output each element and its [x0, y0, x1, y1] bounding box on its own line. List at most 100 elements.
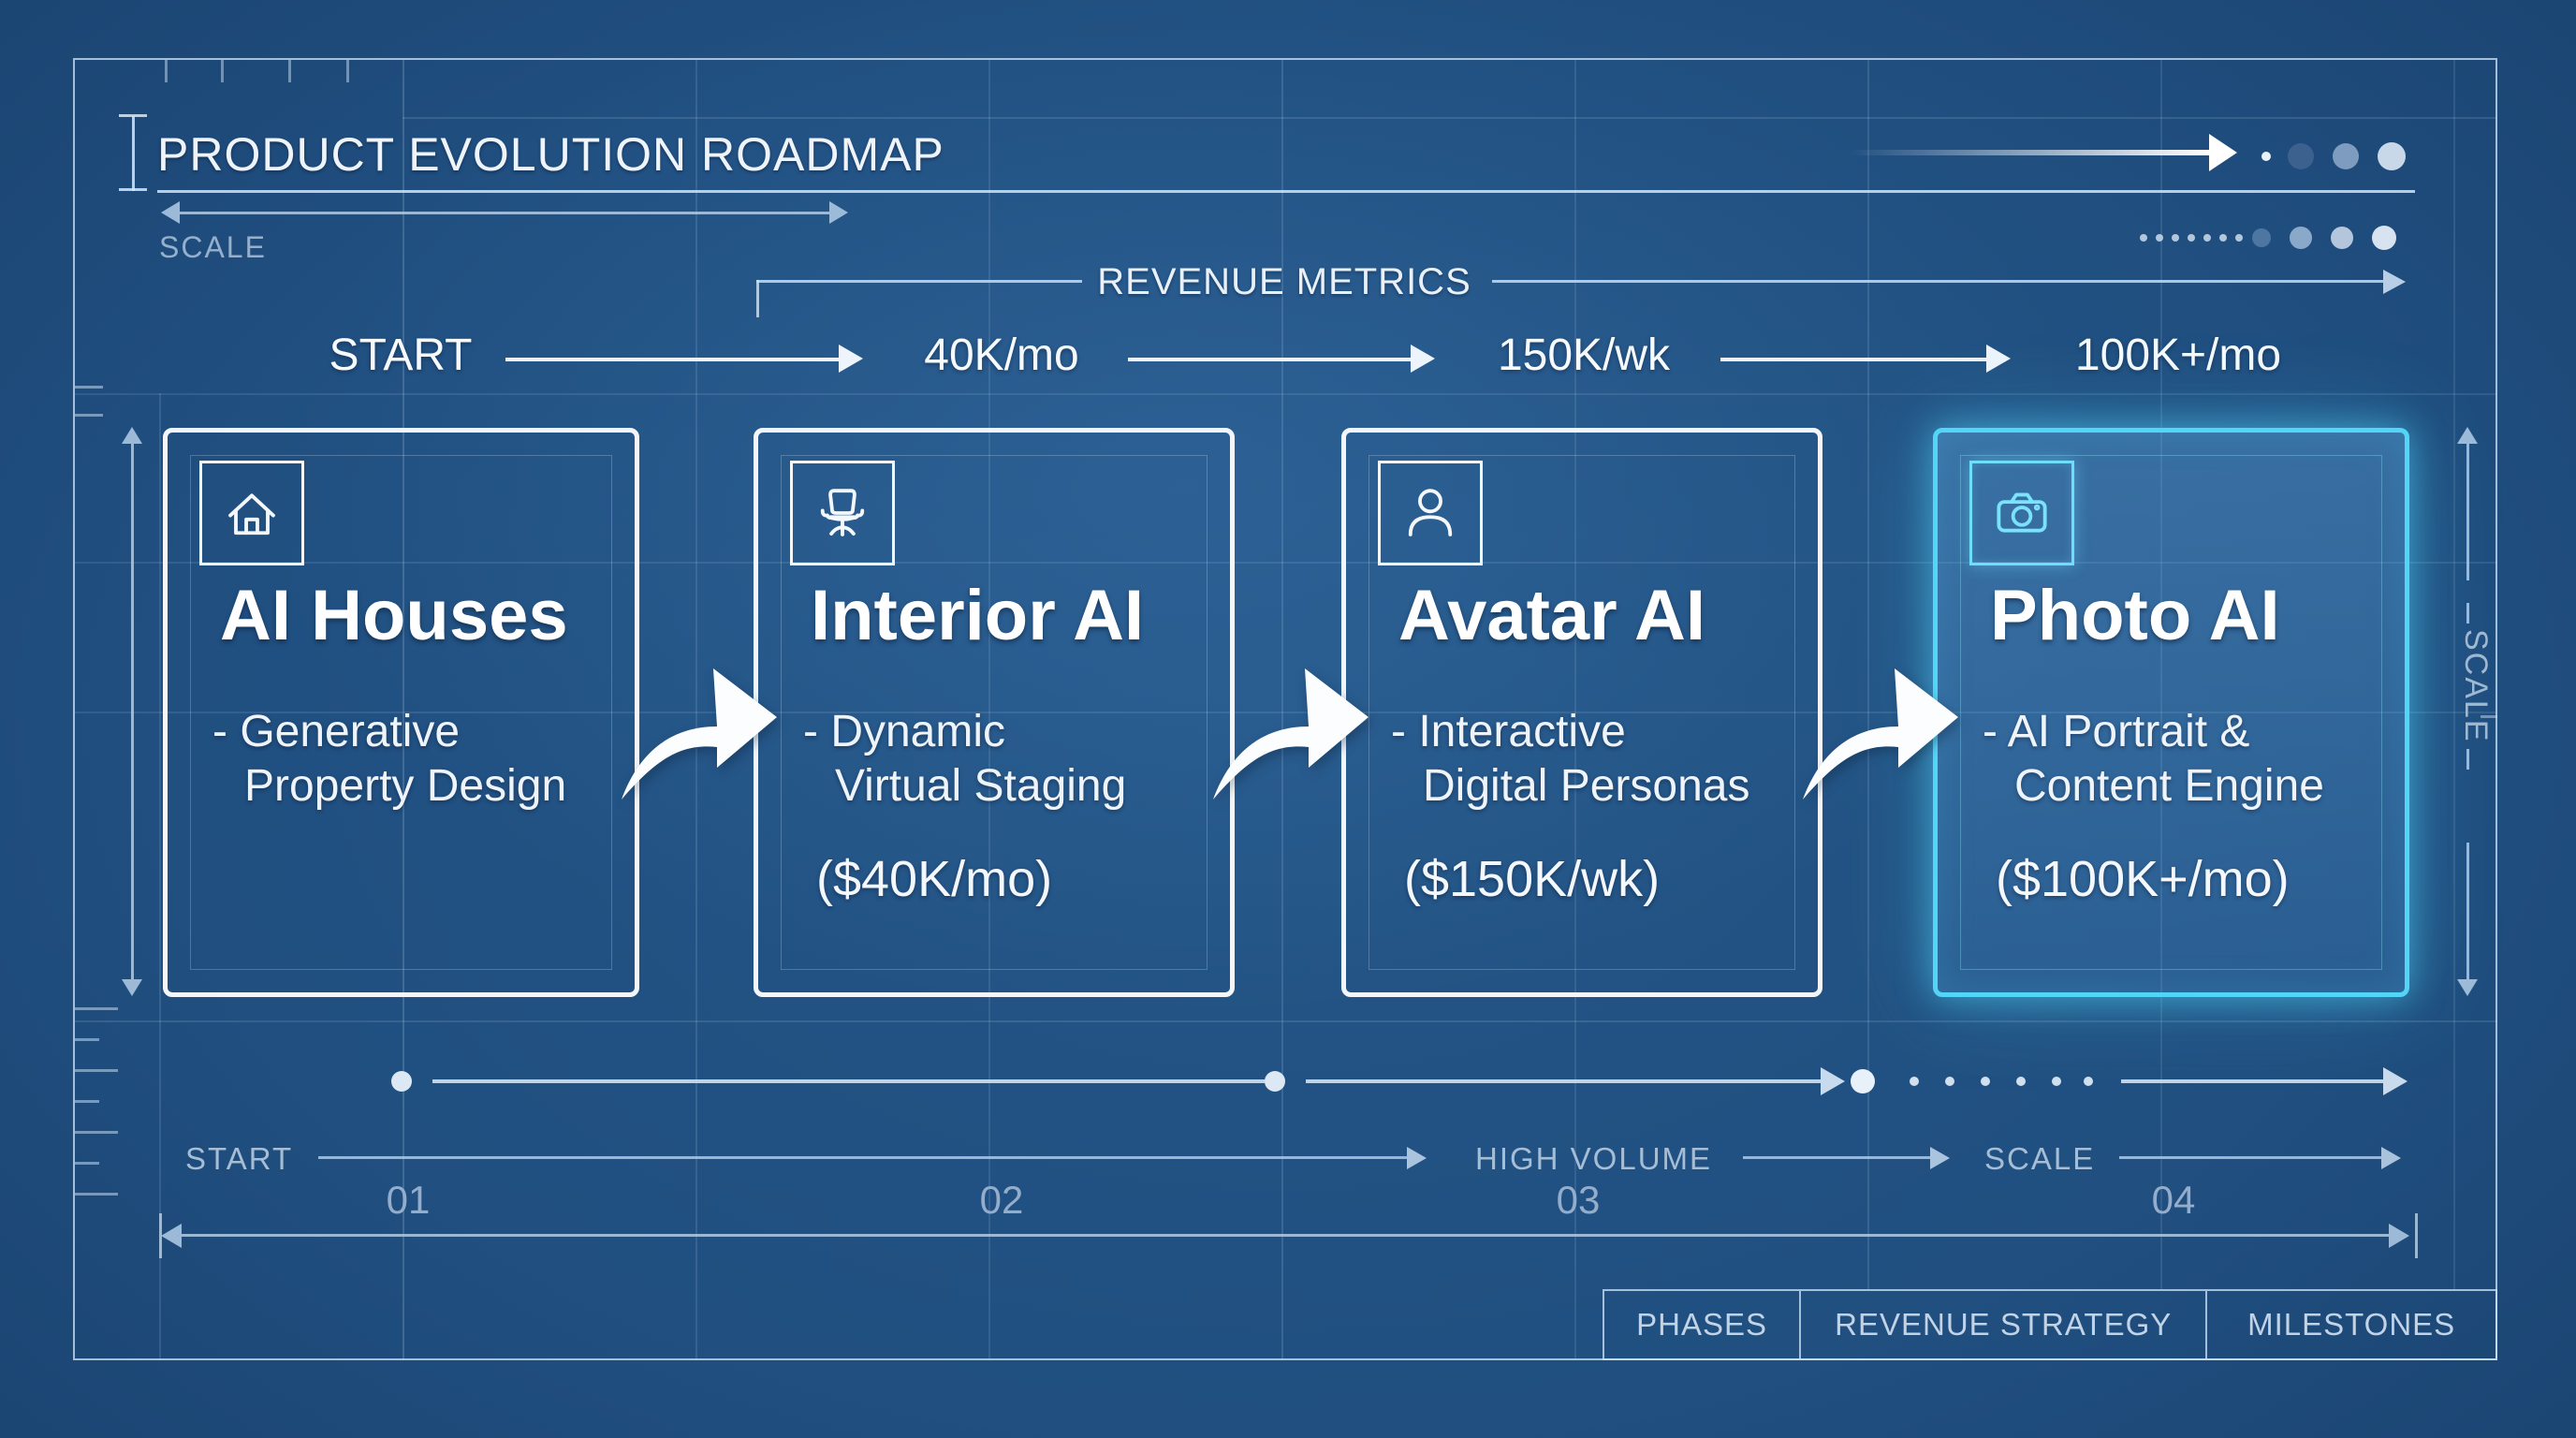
- timeline-label-arrow-2: [1930, 1147, 1950, 1169]
- scale-dim-arrowhead-left: [161, 201, 180, 224]
- scale-dim-line: [180, 212, 829, 214]
- frame-tick: [346, 60, 349, 82]
- frame-tick: [288, 60, 291, 82]
- right-dim-line-bottom: [2466, 843, 2469, 979]
- right-dim-dash-bottom: [2466, 749, 2469, 770]
- scale-dim-arrowhead-right: [829, 201, 848, 224]
- revenue-metrics-line-right: [1492, 280, 2383, 283]
- grid-line-v: [2160, 60, 2162, 1289]
- timeline-label-line-3: [2119, 1156, 2381, 1159]
- metric-arrow-head-3: [1986, 345, 2011, 373]
- phase-revenue: ($40K/mo): [816, 851, 1053, 907]
- grid-line-h: [75, 1020, 2497, 1022]
- timeline-label-line-1: [318, 1156, 1407, 1159]
- milestone-mini-dot: [2052, 1077, 2061, 1086]
- ruler-tick: [75, 386, 103, 389]
- icon-frame: [790, 461, 895, 565]
- phase-box-interior-ai[interactable]: Interior AI - Dynamic Virtual Staging ($…: [754, 428, 1235, 997]
- phase-revenue: ($100K+/mo): [1996, 851, 2290, 907]
- phase-desc-line1: - AI Portrait &: [1983, 707, 2250, 756]
- tab-milestones[interactable]: MILESTONES: [2205, 1291, 2496, 1358]
- ruler-tick: [75, 1162, 99, 1165]
- flow-arrow-2: [1213, 668, 1368, 800]
- phase-desc-line2: Digital Personas: [1423, 761, 1750, 811]
- title-ibeam-cap-bottom: [119, 188, 147, 191]
- phase-title: Interior AI: [811, 576, 1145, 655]
- timeline-label-arrow-1: [1407, 1147, 1427, 1169]
- flow-arrow-1: [622, 668, 777, 800]
- grid-line-v: [1867, 60, 1869, 1289]
- phase-number-03: 03: [1556, 1178, 1601, 1222]
- progress-dot: [2331, 227, 2353, 249]
- right-dim-arrowhead-up: [2457, 427, 2478, 444]
- page-title: PRODUCT EVOLUTION ROADMAP: [157, 128, 944, 181]
- tab-phases[interactable]: PHASES: [1636, 1307, 1767, 1342]
- right-dim-line-top: [2466, 444, 2469, 580]
- frame-tick: [221, 60, 224, 82]
- title-ibeam: [132, 116, 135, 191]
- progress-dot: [2378, 142, 2406, 170]
- phase-desc-line1: - Dynamic: [803, 707, 1006, 756]
- tab-revenue-strategy[interactable]: REVENUE STRATEGY: [1799, 1291, 2205, 1358]
- blueprint-frame: [73, 58, 2497, 1360]
- phase-revenue: ($150K/wk): [1404, 851, 1661, 907]
- milestone-dot: [1265, 1071, 1285, 1092]
- progress-dot: [2288, 143, 2314, 169]
- revenue-metrics-bracket: [756, 280, 759, 317]
- ruler-tick: [75, 1193, 118, 1196]
- milestone-mini-dot: [1945, 1077, 1954, 1086]
- right-frame-tick: [2481, 715, 2497, 718]
- milestone-mini-dot: [1910, 1077, 1919, 1086]
- timeline-start-label: START: [185, 1141, 294, 1176]
- footer-tabs: PHASES REVENUE STRATEGY MILESTONES: [1603, 1289, 2497, 1360]
- phase-box-avatar-ai[interactable]: Avatar AI - Interactive Digital Personas…: [1341, 428, 1822, 997]
- revenue-metrics-label: REVENUE METRICS: [1097, 261, 1471, 302]
- phase-desc-line1: - Interactive: [1391, 707, 1626, 756]
- milestone-mini-dot: [2084, 1077, 2093, 1086]
- grid-line-v: [2453, 60, 2455, 1289]
- phase-number-04: 04: [2151, 1178, 2196, 1222]
- timeline-high-volume-label: HIGH VOLUME: [1475, 1141, 1713, 1176]
- metric-arrow-line-2: [1128, 358, 1411, 361]
- metric-150k: 150K/wk: [1497, 330, 1671, 380]
- metric-start: START: [329, 330, 473, 380]
- title-ibeam-cap-top: [119, 114, 147, 117]
- ruler-tick: [75, 1038, 99, 1041]
- grid-line-v: [159, 393, 161, 1360]
- bottom-dim-arrowhead-left: [161, 1224, 182, 1248]
- camera-icon: [1997, 492, 2047, 533]
- office-chair-icon: [820, 489, 865, 536]
- dotted-leader-dot: [2188, 234, 2195, 242]
- timeline-line-3: [2121, 1079, 2383, 1083]
- title-underline: [157, 190, 2415, 193]
- timeline-label-line-2: [1743, 1156, 1930, 1159]
- ruler-tick: [75, 1131, 118, 1134]
- motion-arrow-line: [1849, 150, 2209, 155]
- milestone-dot: [1851, 1069, 1875, 1093]
- progress-dot: [2372, 226, 2396, 250]
- phase-title: Photo AI: [1990, 576, 2280, 655]
- frame-tick: [165, 60, 168, 82]
- phase-desc-line2: Property Design: [244, 761, 567, 811]
- dotted-leader-dot: [2172, 234, 2179, 242]
- milestone-mini-dot: [1981, 1077, 1990, 1086]
- dotted-leader-dot: [2203, 234, 2211, 242]
- phase-number-01: 01: [386, 1178, 431, 1222]
- flow-arrow-3: [1803, 668, 1958, 800]
- phase-title: AI Houses: [220, 576, 568, 655]
- grid-line-v: [1281, 60, 1283, 1360]
- metric-100k: 100K+/mo: [2074, 330, 2282, 380]
- ruler-tick: [75, 1100, 99, 1103]
- right-scale-label: SCALE: [2458, 629, 2494, 743]
- phase-box-photo-ai[interactable]: Photo AI - AI Portrait & Content Engine …: [1933, 428, 2409, 997]
- phase-box-ai-houses[interactable]: AI Houses - Generative Property Design: [163, 428, 639, 997]
- grid-line-v: [1574, 60, 1576, 1360]
- metric-arrow-line-1: [505, 358, 839, 361]
- progress-dot: [2261, 152, 2271, 161]
- phase-title: Avatar AI: [1398, 576, 1706, 655]
- milestone-dot: [391, 1071, 412, 1092]
- bottom-dim-line: [182, 1234, 2389, 1237]
- left-dim-arrowhead-down: [122, 979, 142, 996]
- ruler-tick: [75, 1069, 118, 1072]
